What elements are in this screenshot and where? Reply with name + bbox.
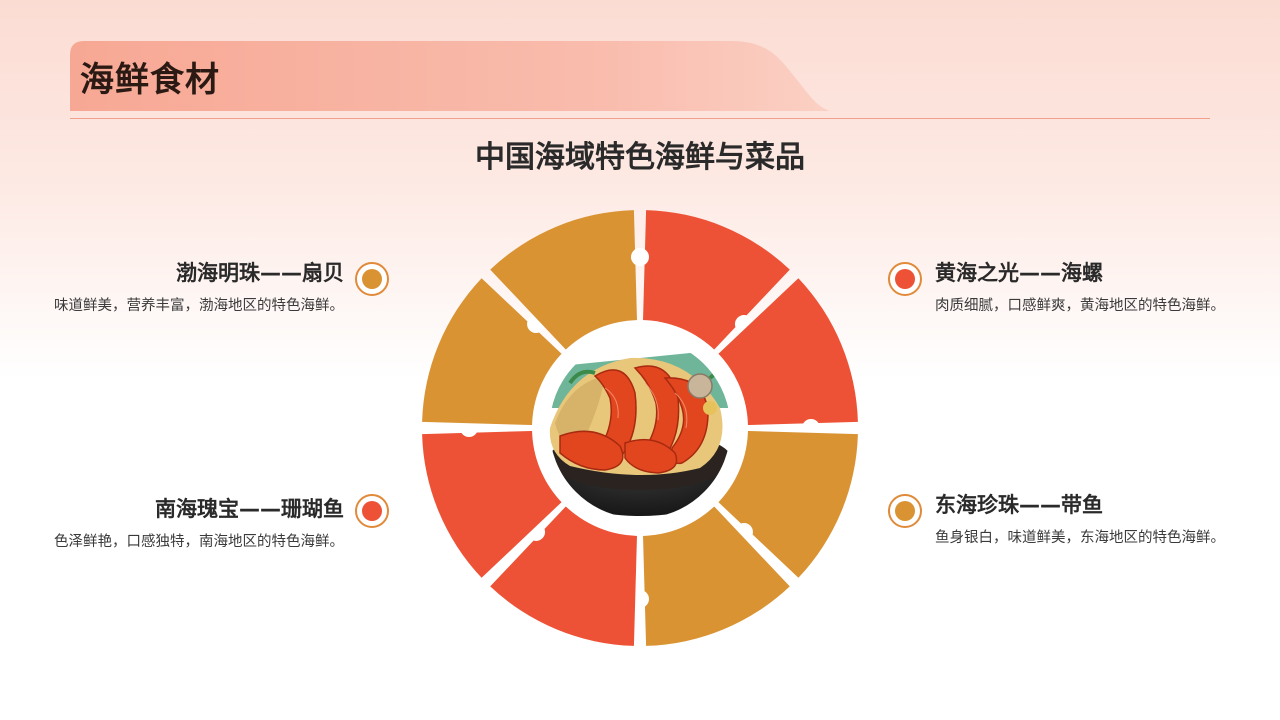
item-donghai-hairtail: 东海珍珠——带鱼 鱼身银白，味道鲜美，东海地区的特色海鲜。 <box>935 490 1235 549</box>
section-subtitle: 中国海域特色海鲜与菜品 <box>475 140 805 175</box>
marker-nanhai-icon <box>355 494 389 528</box>
item-description: 色泽鲜艳，口感独特，南海地区的特色海鲜。 <box>54 534 344 550</box>
ring-puzzle-notch <box>631 248 649 266</box>
item-title: 黄海之光——海螺 <box>935 261 1103 285</box>
seafood-dish-image <box>548 336 732 520</box>
marker-dot <box>362 501 382 521</box>
seafood-puzzle-ring <box>420 208 860 648</box>
ring-segment <box>490 210 638 356</box>
header-divider <box>70 118 1210 119</box>
marker-donghai-icon <box>888 494 922 528</box>
header-band <box>70 41 830 111</box>
ring-segment <box>712 278 858 426</box>
ring-segments <box>422 210 858 646</box>
item-nanhai-coral-fish: 南海瑰宝——珊瑚鱼 色泽鲜艳，口感独特，南海地区的特色海鲜。 <box>44 494 344 553</box>
marker-dot <box>895 269 915 289</box>
marker-dot <box>895 501 915 521</box>
item-huanghai-conch: 黄海之光——海螺 肉质细腻，口感鲜爽，黄海地区的特色海鲜。 <box>935 258 1235 317</box>
ring-segment <box>712 430 858 578</box>
ring-puzzle-notch <box>460 419 478 437</box>
item-title: 渤海明珠——扇贝 <box>176 261 344 285</box>
ring-segment <box>642 210 790 356</box>
item-description: 肉质细腻，口感鲜爽，黄海地区的特色海鲜。 <box>935 298 1225 314</box>
marker-dot <box>362 269 382 289</box>
item-description: 鱼身银白，味道鲜美，东海地区的特色海鲜。 <box>935 530 1225 546</box>
ring-puzzle-notch <box>631 590 649 608</box>
ring-segment <box>422 278 568 426</box>
marker-huanghai-icon <box>888 262 922 296</box>
ring-puzzle-notch <box>802 419 820 437</box>
item-bohai-scallop: 渤海明珠——扇贝 味道鲜美，营养丰富，渤海地区的特色海鲜。 <box>44 258 344 317</box>
item-title: 东海珍珠——带鱼 <box>935 493 1103 517</box>
ring-segment <box>642 500 790 646</box>
ring-segment <box>490 500 638 646</box>
item-title: 南海瑰宝——珊瑚鱼 <box>155 497 344 521</box>
item-description: 味道鲜美，营养丰富，渤海地区的特色海鲜。 <box>54 298 344 314</box>
marker-bohai-icon <box>355 262 389 296</box>
page-title: 海鲜食材 <box>80 60 220 100</box>
ring-segment <box>422 430 568 578</box>
puzzle-ring-graphic <box>422 210 858 646</box>
